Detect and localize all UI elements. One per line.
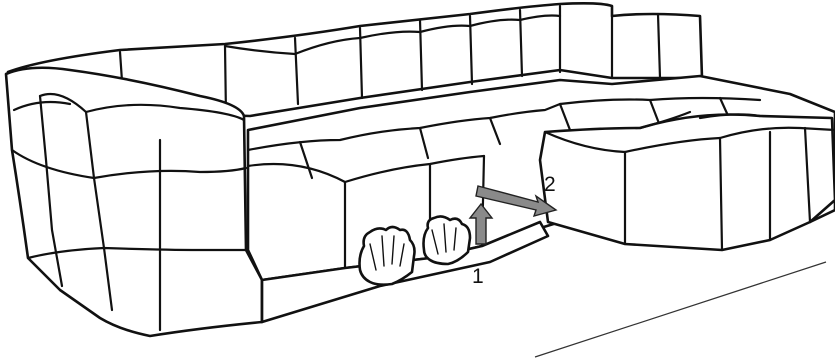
chaise: [540, 115, 835, 251]
floor-line: [535, 262, 826, 357]
step-1-label: 1: [472, 265, 484, 288]
left-arm: [6, 68, 262, 336]
hand-icon: [424, 216, 471, 264]
hand-icon: [360, 227, 415, 285]
sofa-icon: [6, 3, 835, 336]
step-2-label: 2: [544, 173, 556, 196]
